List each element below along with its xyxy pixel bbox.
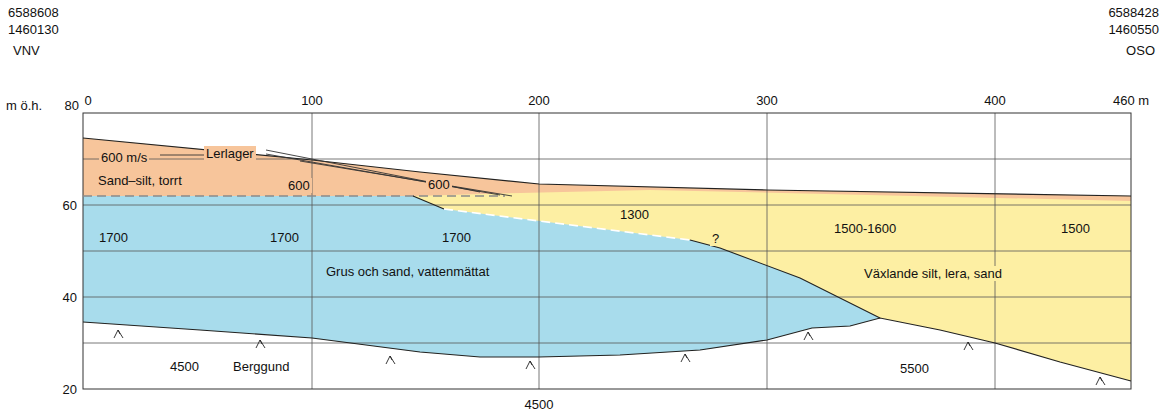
bedrock-symbol [681,354,690,362]
velocity-value: 1500-1600 [832,221,898,236]
axis-tick: 400 [982,93,1008,108]
grid-line [83,343,1131,344]
axis-tick: 100 [299,93,325,108]
grid-line [83,251,1131,252]
layer-boundary [413,196,444,209]
velocity-value: 1700 [268,230,301,245]
velocity-value: 4500 [523,397,556,412]
axis-tick: 460 m [1111,93,1151,108]
bedrock-symbol [804,332,813,340]
velocity-value: 4500 [168,359,201,374]
layer-name: Sand–silt, torrt [96,173,184,188]
velocity-value: 1500 [1059,221,1092,236]
bedrock-surface [83,318,1131,381]
velocity-value: 1700 [97,230,130,245]
direction: OSO [1124,43,1157,58]
axis-tick: 60 [61,198,79,213]
axis-tick: 0 [82,93,93,108]
layer-boundary [690,240,880,318]
bedrock-symbol [386,356,395,364]
velocity-value: 1300 [618,207,651,222]
velocity-value: 600 m/s [99,150,149,165]
bedrock-symbol [1096,377,1105,385]
axis-tick: 300 [754,93,780,108]
uncertain-boundary [444,209,690,240]
axis-tick: 80 [63,98,81,113]
velocity-value: 600 [426,177,452,192]
water-table [83,195,505,197]
direction: VNV [11,43,42,58]
ground-surface [83,138,1131,196]
layer-name: Lerlager [204,146,256,161]
bedrock-symbol [964,342,973,350]
velocity-value: 1700 [440,230,473,245]
coordinate: 6588608 [6,5,61,20]
axis-tick: 200 [526,93,552,108]
gravel-sand-zone [83,196,880,357]
clay-layer [300,161,512,196]
coordinate: 1460550 [1106,22,1161,37]
clay-layer [266,150,480,192]
coordinate: 1460130 [6,22,61,37]
grid-line [83,297,1131,298]
uncertainty-mark: ? [710,231,721,246]
clay-leader [160,155,204,156]
layer-name: Grus och sand, vattenmättat [324,264,491,279]
velocity-value: 5500 [898,361,931,376]
axis-unit: m ö.h. [4,98,44,113]
bedrock-symbol [526,361,535,369]
grid [83,113,1131,389]
bedrock-symbols [114,330,1105,385]
frame [83,113,1131,389]
grid-line [83,205,1131,206]
layer-name: Växlande silt, lera, sand [862,266,1004,281]
layer-name: Berggund [231,359,291,374]
coordinate: 6588428 [1106,5,1161,20]
silt-clay-sand-zone [83,138,1131,381]
axis-tick: 20 [61,382,79,397]
velocity-value: 600 [286,178,312,193]
bedrock-symbol [256,340,265,348]
dry-sand-silt-zone [83,138,1131,201]
axis-tick: 40 [61,290,79,305]
bedrock-symbol [114,330,123,338]
